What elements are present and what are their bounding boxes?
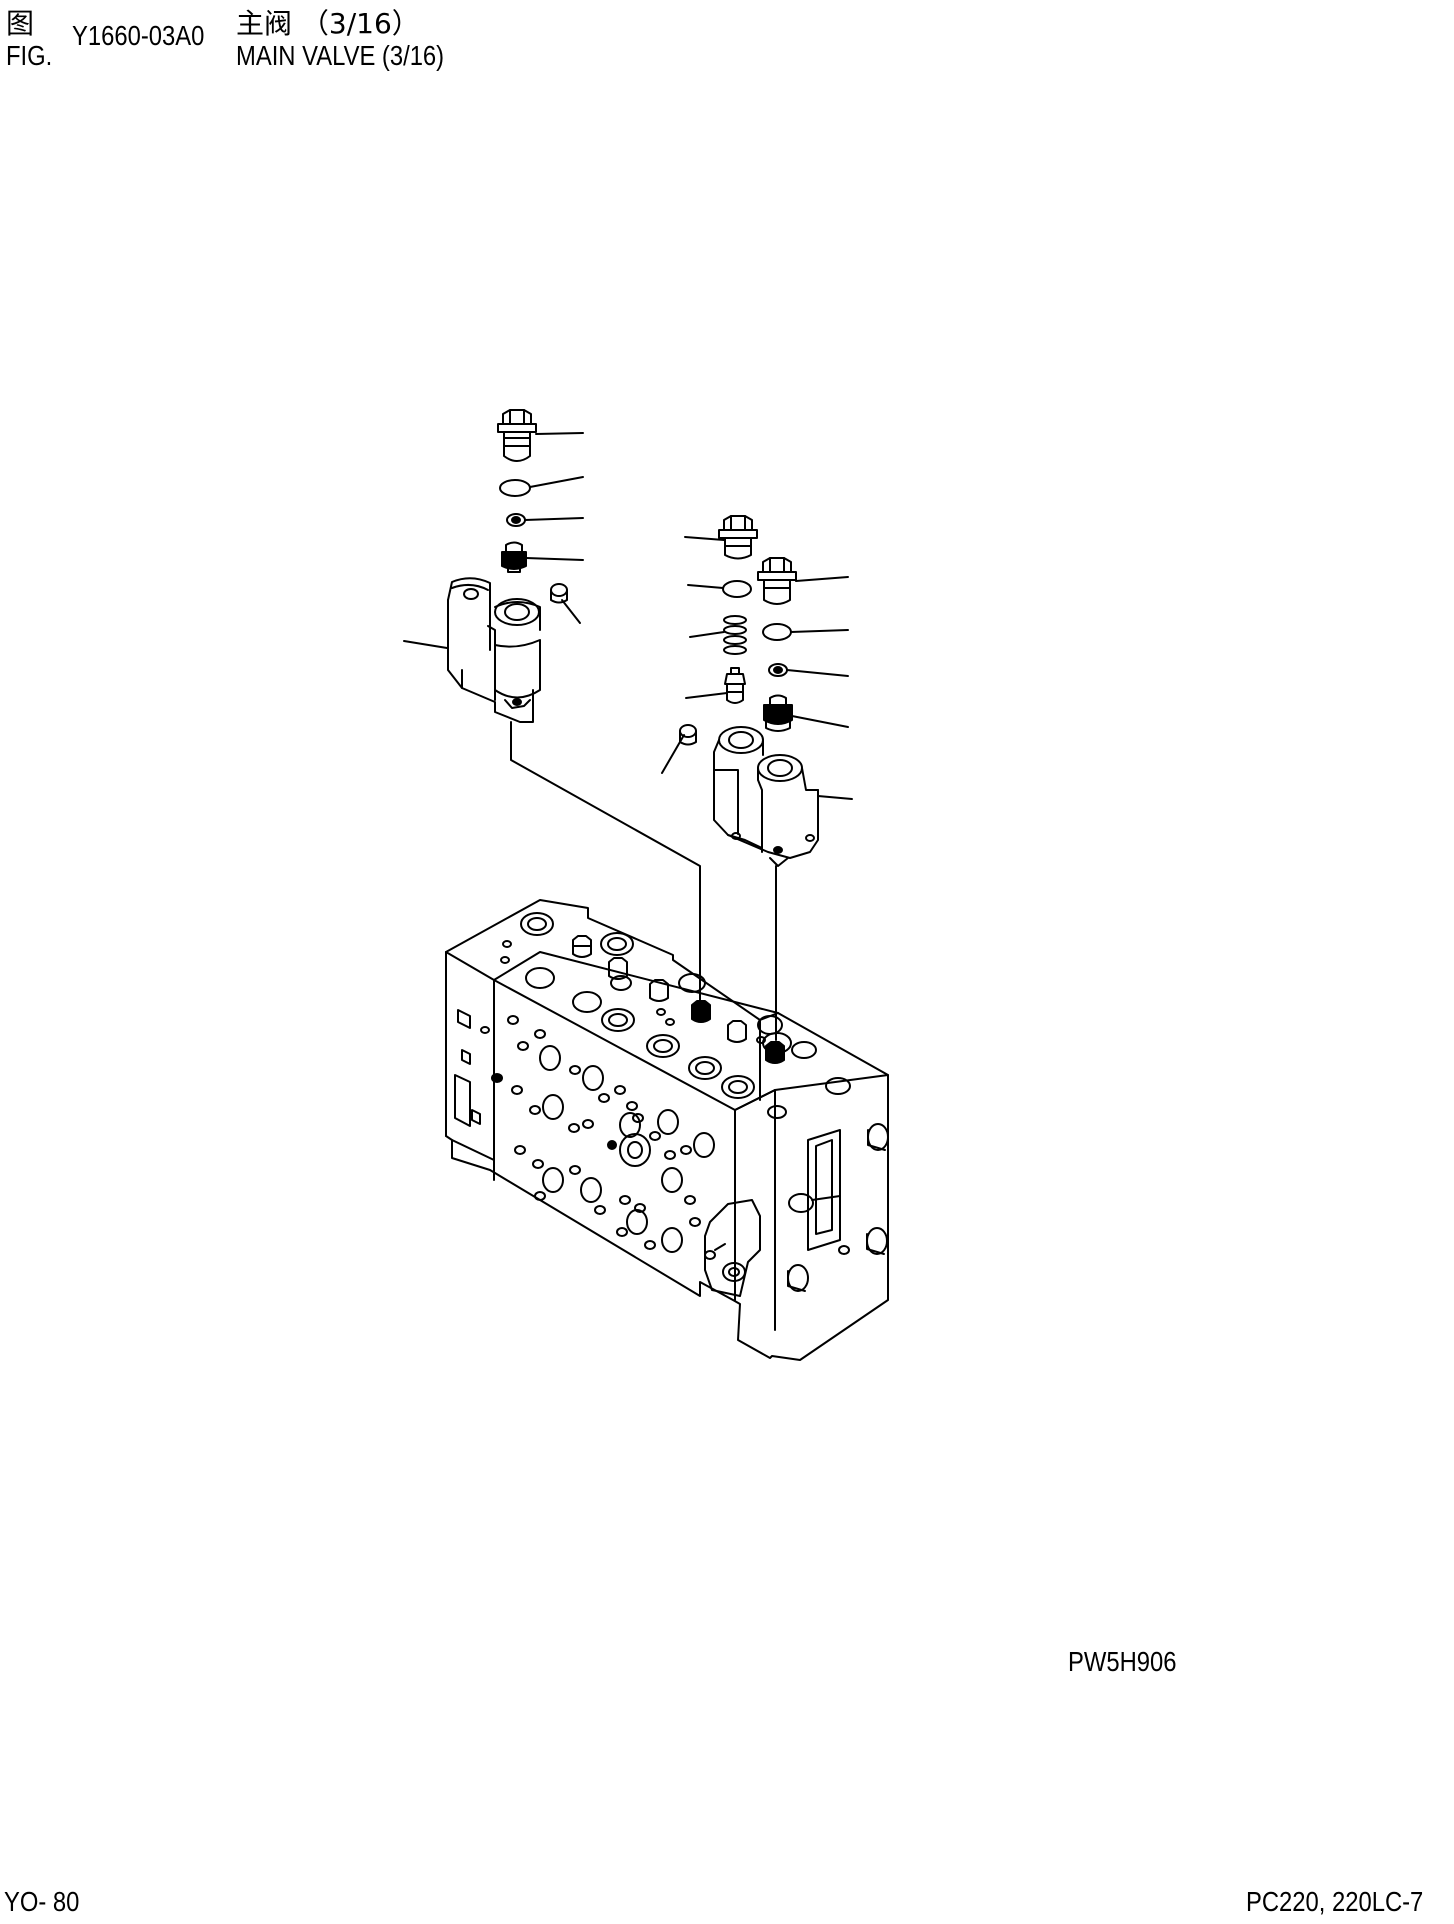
right-valve-housing <box>714 727 818 866</box>
right-poppet <box>764 696 792 732</box>
left-plug <box>498 410 536 461</box>
right-spool <box>725 668 745 703</box>
machine-model: PC220, 220LC-7 <box>1246 1886 1424 1917</box>
figure-label-en: FIG. <box>6 40 53 71</box>
page-title-cn: 主阀 （3/16） <box>236 7 420 40</box>
left-o-ring-large <box>500 480 530 496</box>
page-number: YO- 80 <box>4 1886 80 1917</box>
right-plug-b <box>758 558 796 604</box>
figure-code: Y1660-03A0 <box>72 20 205 51</box>
right-o-ring-a <box>723 581 751 597</box>
right-small-plug <box>680 725 696 745</box>
left-valve-housing <box>448 578 540 722</box>
assembly-lines <box>511 722 776 1040</box>
left-poppet <box>502 543 526 573</box>
main-valve-body <box>446 900 888 1360</box>
page-title-en: MAIN VALVE (3/16) <box>236 40 445 71</box>
figure-label-cn: 图 <box>6 7 35 40</box>
right-o-ring-b <box>763 624 791 640</box>
leader-lines <box>404 433 852 799</box>
left-o-ring-small <box>507 514 525 526</box>
right-o-ring-c <box>769 664 787 676</box>
right-plug-a <box>719 516 757 559</box>
drawing-reference-code: PW5H906 <box>1068 1646 1177 1677</box>
right-spring <box>724 616 746 654</box>
left-small-plug <box>551 584 567 603</box>
